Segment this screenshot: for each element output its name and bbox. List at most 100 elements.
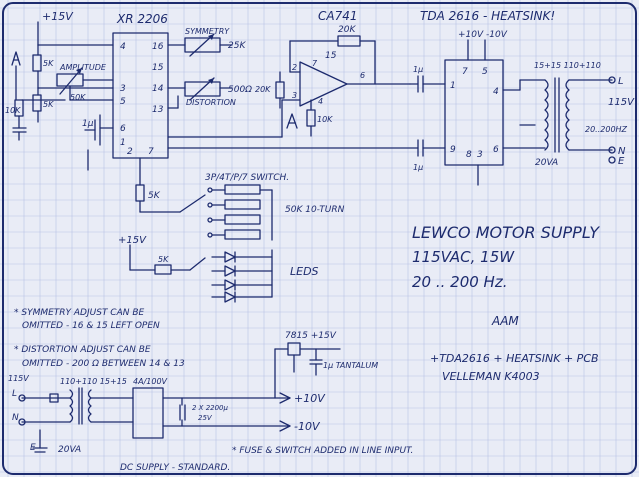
amplitude-pot bbox=[56, 73, 84, 87]
tda-pin-4: 4 bbox=[493, 87, 499, 97]
ps-transformer-secondary bbox=[87, 389, 92, 423]
label-ps-cap2: 2 X 2200µ bbox=[192, 404, 229, 412]
resistor-5k-top bbox=[32, 54, 42, 72]
label-amp-value: 50K bbox=[70, 93, 86, 102]
output-transformer-primary bbox=[544, 79, 549, 151]
opamp-pin-6: 6 bbox=[360, 71, 365, 80]
resistor-10k-opamp bbox=[306, 109, 316, 127]
switch-section bbox=[129, 184, 273, 303]
label-ps-e: E bbox=[30, 443, 36, 453]
pin-15: 15 bbox=[152, 63, 164, 73]
label-r5k-led: 5K bbox=[158, 255, 169, 264]
tda-pin-3: 3 bbox=[477, 150, 483, 160]
label-ca741: CA741 bbox=[318, 9, 358, 23]
label-ps-plus10v: +10V bbox=[294, 392, 326, 405]
opamp-pin-3: 3 bbox=[292, 91, 297, 100]
label-distortion: DISTORTION bbox=[186, 98, 236, 107]
arrow-plus-10v bbox=[279, 392, 291, 404]
terminal-l bbox=[608, 76, 616, 84]
rectifier-bridge bbox=[132, 387, 164, 439]
label-tda2616: TDA 2616 - HEATSINK! bbox=[420, 9, 555, 23]
label-pot: 50K 10-TURN bbox=[285, 205, 345, 215]
label-ps-115v: 115V bbox=[8, 374, 29, 383]
label-c1u-a: 1µ bbox=[413, 65, 423, 74]
label-tda-supply: +10V -10V bbox=[458, 30, 508, 40]
label-sym-value: 25K bbox=[228, 41, 246, 51]
label-r5k-sw: 5K bbox=[148, 191, 161, 201]
tda-pin-6: 6 bbox=[493, 145, 499, 155]
note-tda-kit: +TDA2616 + HEATSINK + PCB bbox=[430, 352, 599, 365]
label-dist-value: 500Ω bbox=[228, 85, 252, 95]
opamp-741 bbox=[299, 61, 348, 107]
switch-resistor-3 bbox=[224, 214, 261, 225]
title-line-2: 115VAC, 15W bbox=[412, 248, 515, 266]
opamp-pin-4: 4 bbox=[318, 97, 323, 106]
resistor-5k-led bbox=[154, 264, 172, 275]
terminal-e bbox=[608, 156, 616, 164]
label-freq: 20..200HZ bbox=[585, 125, 628, 134]
resistor-5k-switch bbox=[135, 184, 145, 202]
label-amplitude: AMPLITUDE bbox=[59, 63, 107, 72]
label-plus15v-mid: +15V bbox=[118, 235, 147, 246]
label-term-l: L bbox=[618, 76, 624, 87]
switch-resistor-2 bbox=[224, 199, 261, 210]
note-distortion: * DISTORTION ADJUST CAN BE bbox=[14, 345, 151, 355]
led-array bbox=[224, 251, 236, 303]
xr2206-section bbox=[11, 21, 283, 213]
label-r20k: 20K bbox=[338, 25, 356, 35]
switch-resistor-4 bbox=[224, 229, 261, 240]
note-symmetry-2: OMITTED - 16 & 15 LEFT OPEN bbox=[22, 321, 160, 331]
label-dc-supply: DC SUPPLY - STANDARD. bbox=[120, 463, 230, 473]
arrow-minus-10v bbox=[279, 420, 291, 432]
label-cap14: 1µ bbox=[82, 119, 94, 129]
power-supply-section bbox=[18, 342, 341, 453]
label-r10k-op: 10K bbox=[317, 115, 333, 124]
label-rectifier: 4A/100V bbox=[133, 377, 168, 386]
label-c1u-b: 1µ bbox=[413, 163, 423, 172]
label-7815: 7815 +15V bbox=[285, 331, 337, 341]
pin-4: 4 bbox=[120, 42, 126, 52]
label-switch: 3P/4T/P/7 SWITCH. bbox=[205, 173, 289, 183]
ps-transformer-primary bbox=[69, 389, 74, 423]
note-distortion-2: OMITTED - 200 Ω BETWEEN 14 & 13 bbox=[22, 359, 185, 369]
fuse bbox=[49, 393, 59, 403]
label-aam: AAM bbox=[491, 314, 519, 328]
label-xr2206: XR 2206 bbox=[116, 12, 168, 26]
output-transformer-secondary bbox=[565, 79, 570, 151]
terminal-n bbox=[608, 146, 616, 154]
tda-pin-5: 5 bbox=[482, 67, 488, 77]
label-term-n: N bbox=[618, 146, 626, 157]
switch-resistor-1 bbox=[224, 184, 261, 195]
label-20va: 20VA bbox=[535, 158, 558, 168]
pin-13: 13 bbox=[152, 105, 164, 115]
pin-5: 5 bbox=[120, 97, 126, 107]
ca741-section bbox=[275, 35, 411, 137]
pin-16: 16 bbox=[152, 42, 164, 52]
regulator-7815 bbox=[287, 342, 301, 356]
pin-14: 14 bbox=[152, 84, 164, 94]
pin-7: 7 bbox=[148, 147, 154, 157]
tda-pin-8: 8 bbox=[466, 150, 472, 160]
label-ps-20va: 20VA bbox=[58, 445, 81, 455]
pin-6: 6 bbox=[120, 124, 126, 134]
tda2616-ic bbox=[444, 59, 504, 166]
pin-3: 3 bbox=[120, 84, 126, 94]
note-fuse: * FUSE & SWITCH ADDED IN LINE INPUT. bbox=[232, 446, 413, 456]
tda-pin-1: 1 bbox=[450, 81, 456, 91]
tda-pin-9: 9 bbox=[450, 145, 456, 155]
label-leds: LEDS bbox=[290, 265, 319, 278]
label-115v: 115V bbox=[608, 97, 635, 108]
pin-2: 2 bbox=[127, 147, 133, 157]
label-r5k-bottom: 5K bbox=[43, 100, 54, 109]
tda-pin-7: 7 bbox=[462, 67, 468, 77]
pin-1: 1 bbox=[120, 138, 126, 148]
note-tda-kit-2: VELLEMAN K4003 bbox=[442, 370, 540, 383]
opamp-pin-2: 2 bbox=[292, 63, 297, 72]
tda2616-section bbox=[167, 39, 616, 186]
test-point-a-mid bbox=[286, 113, 298, 129]
label-ps-transformer: 110+110 15+15 bbox=[60, 377, 127, 386]
label-r10k-left: 10K bbox=[5, 106, 21, 115]
